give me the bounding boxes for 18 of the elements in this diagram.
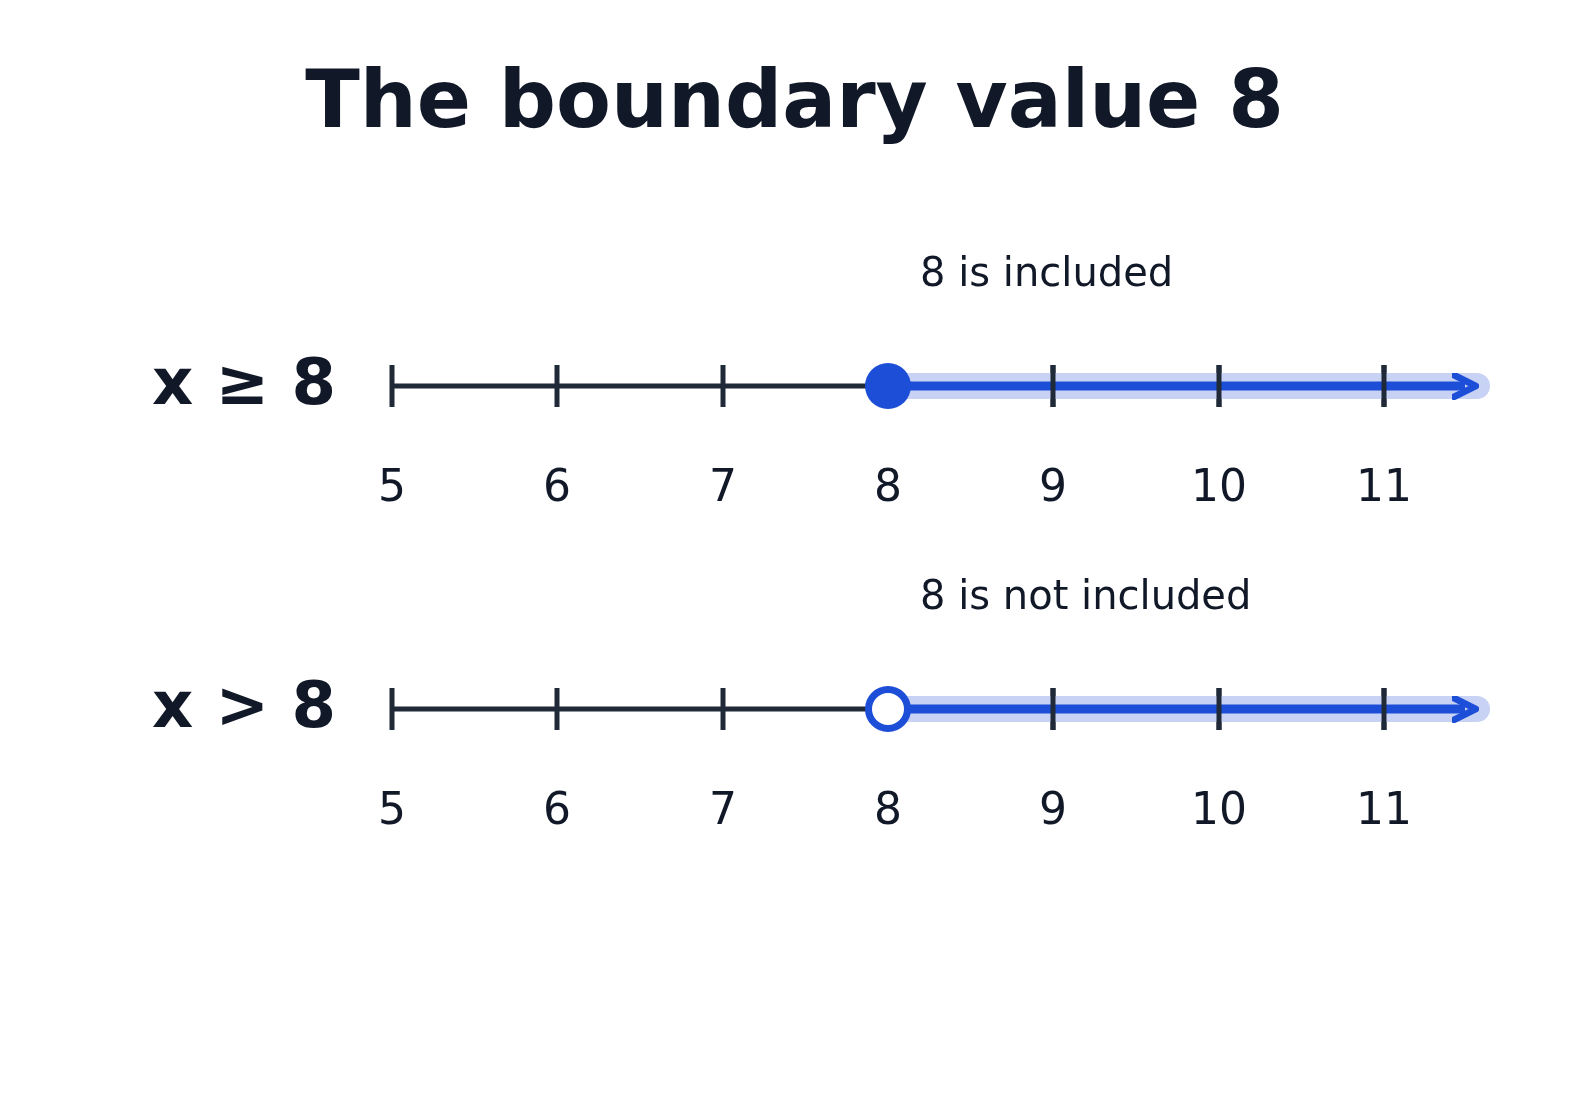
inequality-label: x ≥ 8 [152, 350, 336, 414]
tick-label: 6 [543, 787, 571, 831]
annotation: 8 is included [920, 252, 1174, 292]
tick-label: 10 [1191, 787, 1247, 831]
tick-label: 6 [543, 464, 571, 508]
annotation: 8 is not included [920, 575, 1252, 615]
tick-label: 9 [1039, 464, 1067, 508]
tick-label: 11 [1356, 787, 1412, 831]
tick-label: 11 [1356, 464, 1412, 508]
tick-label: 9 [1039, 787, 1067, 831]
tick-label: 10 [1191, 464, 1247, 508]
tick-label: 7 [709, 787, 737, 831]
inequality-label: x > 8 [152, 673, 336, 737]
tick-label: 8 [874, 787, 902, 831]
tick-label: 7 [709, 464, 737, 508]
tick-label: 5 [378, 787, 406, 831]
tick-label: 5 [378, 464, 406, 508]
tick-label: 8 [874, 464, 902, 508]
